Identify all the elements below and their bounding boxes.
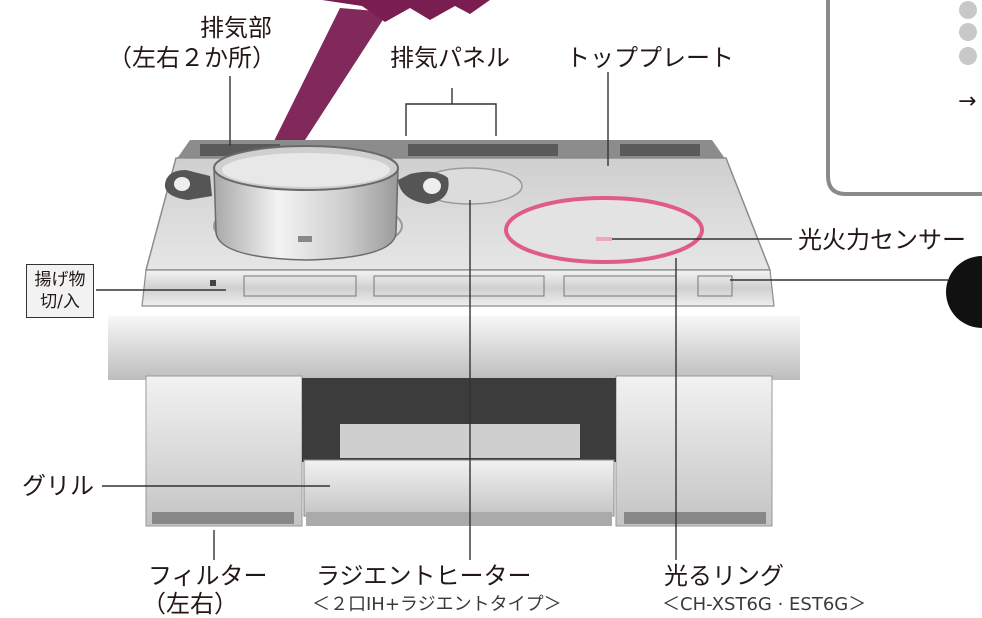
glow-ring — [504, 196, 704, 264]
note-box — [826, 0, 982, 196]
fry-button-line2: 切/入 — [40, 292, 80, 312]
light-sensor — [596, 237, 612, 241]
filter-label: フィルター — [148, 562, 268, 590]
arrow-glyph: → — [958, 89, 976, 114]
control-panel — [141, 269, 775, 307]
radiant-heater-note: ＜２口IH+ラジエントタイプ＞ — [312, 594, 562, 615]
light-sensor-label: 光火力センサー — [798, 226, 966, 254]
countertop — [108, 316, 800, 380]
glow-ring-label: 光るリング — [664, 562, 784, 590]
fry-button-callout: 揚げ物 切/入 — [26, 264, 94, 318]
fry-button-line1: 揚げ物 — [34, 270, 86, 290]
pot — [164, 145, 449, 261]
exhaust-part-note: （左右２か所） — [108, 44, 276, 72]
radiant-heater-label: ラジエントヒーター — [316, 562, 532, 590]
cabinet — [145, 375, 773, 527]
filter-note: （左右） — [142, 590, 238, 618]
grill-label: グリル — [22, 472, 94, 500]
section-marker — [946, 256, 982, 328]
glow-ring-note: ＜CH-XST6G · EST6G＞ — [662, 594, 867, 615]
top-plate-label: トッププレート — [566, 44, 734, 72]
exhaust-part-label: 排気部 — [200, 14, 272, 42]
leader-lines — [96, 72, 948, 560]
exhaust-panel-label: 排気パネル — [390, 44, 510, 72]
